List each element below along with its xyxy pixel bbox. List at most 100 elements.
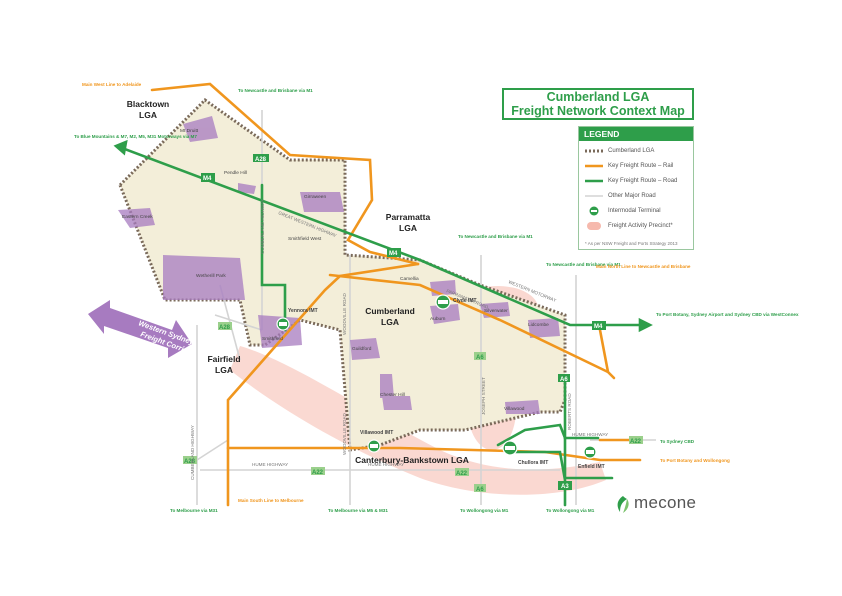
road-shields: M4 M4 M4 A28 A28 A28 A6 A6 A6 A22 A22 A2… xyxy=(183,154,643,493)
mecone-logo-text: mecone xyxy=(634,493,697,512)
a28-shield-south xyxy=(183,456,197,464)
terminal-icon xyxy=(585,206,603,216)
dest-newcastle-1: To Newcastle and Brisbane via M1 xyxy=(238,88,313,93)
road-name-woodville: WOODVILLE ROAD xyxy=(342,292,347,335)
a6-shield-3-text: A6 xyxy=(560,377,568,383)
precinct-label-girraween: Girraween xyxy=(304,194,326,200)
lga-blacktown-2: LGA xyxy=(139,110,157,120)
corridor-arrow xyxy=(88,300,192,358)
dest-main-south: Main South Line to Melbourne xyxy=(238,498,304,503)
map-legend: LEGEND Cumberland LGA Key Freight Route … xyxy=(578,126,694,250)
rail-main-south xyxy=(226,262,420,507)
rail-main-west xyxy=(150,82,420,266)
western-sydney-freight-corridor: Western Sydney Freight Corridor xyxy=(88,300,197,358)
terminal-yennora-label: Yennora IMT xyxy=(288,308,318,314)
precinct-label-mt-druitt: Mt Druitt xyxy=(180,128,199,134)
road-a3 xyxy=(506,450,567,507)
a6-shield-1-text: A6 xyxy=(476,355,484,361)
legend-minor-swatch xyxy=(585,191,603,201)
a6-shield-2 xyxy=(474,484,486,492)
a22-shield-3 xyxy=(629,436,643,444)
a6-shield-1 xyxy=(474,352,486,360)
precinct-label-camellia: Camellia xyxy=(400,276,419,282)
a28-shield-mid xyxy=(218,322,232,330)
rail-east-to-port xyxy=(328,273,610,374)
intermodal-terminals: Yennora IMT Clyde IMT Villawood IMT Chul… xyxy=(276,294,605,470)
a22-shield-1 xyxy=(311,467,325,475)
other-major-roads xyxy=(196,110,656,505)
precinct-lidcombe-shape xyxy=(505,400,540,414)
a28-shield-north-text: A28 xyxy=(255,157,267,163)
precinct-villawood-shape xyxy=(382,396,412,410)
legend-header: LEGEND xyxy=(579,127,693,141)
lga-parramatta-1: Parramatta xyxy=(386,212,431,222)
precinct-wetherill-shape xyxy=(163,255,245,300)
precinct-eastern-creek-shape xyxy=(118,208,155,228)
lga-cumberland-2: LGA xyxy=(381,317,399,327)
mecone-leaf-icon xyxy=(617,496,629,513)
legend-rail-swatch xyxy=(585,161,603,171)
m4-shield-west-text: M4 xyxy=(203,176,212,182)
road-name-joseph: JOSEPH STREET xyxy=(481,377,486,415)
legend-label-boundary: Cumberland LGA xyxy=(608,148,655,154)
map-title-box: Cumberland LGA Freight Network Context M… xyxy=(502,88,694,120)
precinct-label-wetherill: Wetherill Park xyxy=(196,273,226,279)
precinct-label-smithfield: Smithfield xyxy=(262,336,283,342)
precinct-label-lidcombe: Lidcombe xyxy=(528,322,549,328)
legend-label-road: Key Freight Route – Road xyxy=(608,178,678,184)
dest-newcastle-2: To Newcastle and Brisbane via M1 xyxy=(458,234,533,239)
legend-item-terminal: Intermodal Terminal xyxy=(585,206,691,216)
terminal-enfield-label: Enfield IMT xyxy=(578,464,605,470)
freight-precincts xyxy=(118,116,560,414)
precinct-smithfield-shape xyxy=(258,315,302,348)
terminal-clyde-label: Clyde IMT xyxy=(453,298,477,304)
precinct-guildford-shape xyxy=(350,338,380,360)
road-hume-hwy xyxy=(496,423,600,447)
destination-labels: Main West Line to Adelaide To Blue Mount… xyxy=(74,82,799,513)
dest-melbourne-1: To Melbourne via M31 xyxy=(170,508,218,513)
precinct-girraween-shape xyxy=(300,192,344,212)
activity-zone-south xyxy=(230,346,606,495)
legend-item-minor: Other Major Road xyxy=(585,191,691,201)
road-name-cumberland-hwy2: CUMBERLAND HIGHWAY xyxy=(190,425,195,480)
road-m4-arrow-west xyxy=(113,139,128,156)
precinct-chesterhill-shape xyxy=(380,374,394,398)
legend-road-swatch xyxy=(585,176,603,186)
precinct-lidcombe2-shape xyxy=(528,318,560,338)
lga-parramatta-2: LGA xyxy=(399,223,417,233)
dest-port-botany: To Port Botany, Sydney Airport and Sydne… xyxy=(656,312,799,317)
a22-shield-3-text: A22 xyxy=(630,439,642,445)
legend-precinct-swatch xyxy=(585,221,603,231)
lga-canterbury: Canterbury-Bankstown LGA xyxy=(355,455,469,465)
map-title-line-2: Freight Network Context Map xyxy=(511,104,685,118)
legend-label-minor: Other Major Road xyxy=(608,193,656,199)
a28-shield-mid-text: A28 xyxy=(219,325,231,331)
legend-item-road: Key Freight Route – Road xyxy=(585,176,691,186)
m4-shield-east xyxy=(592,321,606,330)
lga-cumberland-1: Cumberland xyxy=(365,306,415,316)
map-title-line-1: Cumberland LGA xyxy=(546,90,650,104)
precinct-label-chesterhill: Chester Hill xyxy=(380,392,405,398)
legend-item-boundary: Cumberland LGA xyxy=(585,146,691,156)
a28-shield-north xyxy=(253,154,269,162)
mecone-logo: mecone xyxy=(614,493,696,514)
a6-shield-2-text: A6 xyxy=(476,487,484,493)
legend-label-rail: Key Freight Route – Rail xyxy=(608,163,674,169)
road-m4-arrow-east xyxy=(638,317,653,333)
road-enfield xyxy=(563,436,614,480)
precinct-pendle-shape xyxy=(238,183,256,194)
m4-shield-west xyxy=(201,173,215,182)
road-name-woodville2: WOODVILLE ROAD xyxy=(342,412,347,455)
terminal-clyde: Clyde IMT xyxy=(435,294,477,310)
dest-sydney-cbd: To Sydney CBD xyxy=(660,439,695,444)
precinct-auburn-shape xyxy=(430,304,460,324)
terminal-chullora-label: Chullora IMT xyxy=(518,460,548,466)
dest-blue-mtns: To Blue Mountains & M7, M2, M5, M31 Moto… xyxy=(74,134,197,139)
terminal-yennora: Yennora IMT xyxy=(276,308,318,331)
lga-blacktown-1: Blacktown xyxy=(127,99,170,109)
road-name-hume-hwy-3: HUME HIGHWAY xyxy=(572,432,608,437)
legend-item-precinct: Freight Activity Precinct* xyxy=(585,221,691,231)
road-name-hume-hwy-1: HUME HIGHWAY xyxy=(252,462,288,467)
terminal-enfield: Enfield IMT xyxy=(578,445,605,470)
